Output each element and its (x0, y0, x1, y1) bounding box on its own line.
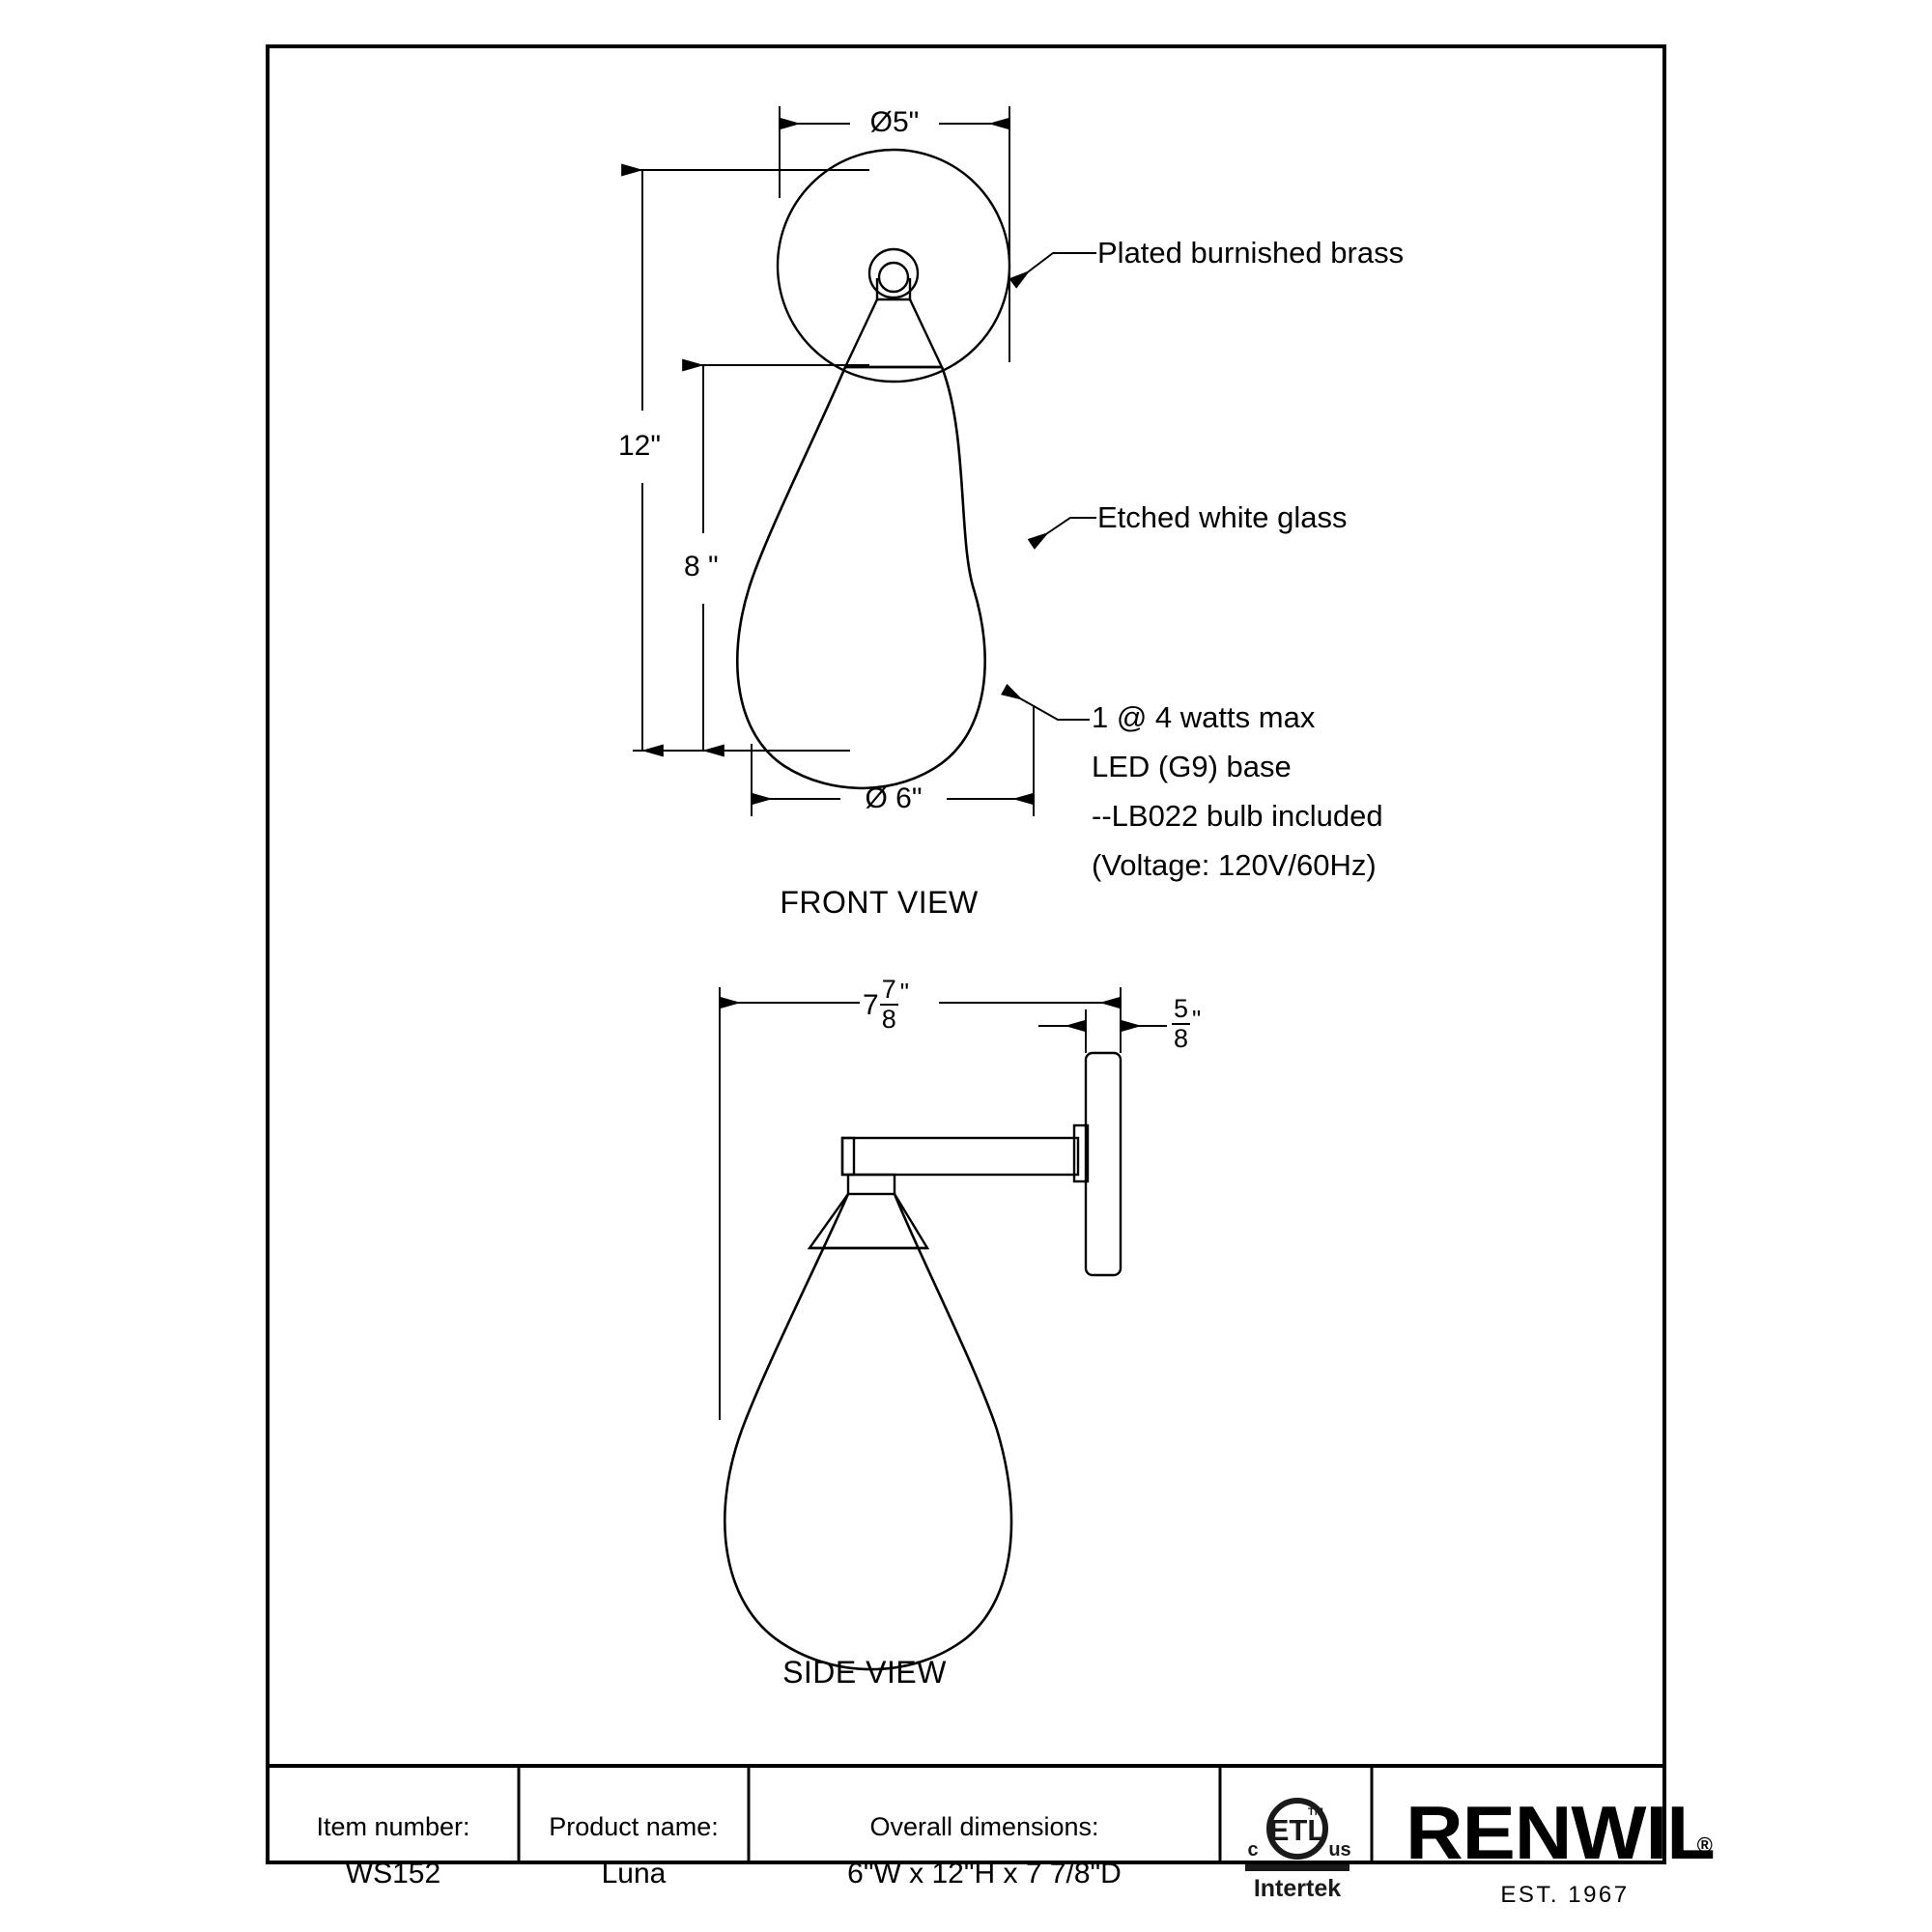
leader-bulb (1001, 683, 1090, 721)
svg-text:us: us (1328, 1839, 1350, 1861)
dim-backplate-inch-mark: " (1192, 1005, 1202, 1034)
product-name-value: Luna (601, 1858, 667, 1889)
title-block-product-name: Product name: Luna (519, 1812, 749, 1890)
leader-glass (1027, 517, 1096, 550)
front-socket-inner-ring (877, 261, 910, 294)
front-neck-taper (843, 298, 944, 369)
title-block-item-number: Item number: WS152 (268, 1812, 519, 1890)
front-socket-collar (875, 278, 912, 301)
dim-projection-depth-label: 7 7 8 " (863, 975, 909, 1034)
front-canopy-circle (776, 148, 1011, 384)
callout-bulb-spec: 1 @ 4 watts max LED (G9) base --LB022 bu… (1092, 702, 1383, 880)
renwil-established: EST. 1967 (1500, 1882, 1630, 1908)
dim-shade-height-label: 8 " (684, 551, 719, 582)
dim-projection-denominator: 8 (879, 1004, 898, 1034)
svg-text:c: c (1247, 1839, 1258, 1861)
callout-plated-burnished-brass: Plated burnished brass (1097, 236, 1405, 270)
svg-text:ETL: ETL (1269, 1813, 1326, 1847)
title-block-overall-dimensions: Overall dimensions: 6"W x 12"H x 7 7/8"D (749, 1812, 1220, 1890)
dim-canopy-diameter-label: Ø5" (869, 106, 920, 138)
side-arm-endcap (840, 1136, 856, 1177)
overall-dimensions-value: 6"W x 12"H x 7 7/8"D (847, 1858, 1122, 1889)
side-backplate (1084, 1051, 1122, 1277)
callout-bulb-line-4: (Voltage: 120V/60Hz) (1092, 848, 1377, 882)
front-glass-shade (735, 366, 986, 790)
front-view-label: FRONT VIEW (780, 885, 979, 920)
sheet-border (266, 44, 1666, 1864)
dim-projection-fraction: 7 8 (879, 975, 898, 1034)
etl-mark-graphic: ETL TM c us Intertek (1245, 1798, 1351, 1902)
side-arm (840, 1136, 1080, 1177)
dim-overall-height-label: 12" (618, 430, 662, 462)
side-backplate-tab (1072, 1123, 1090, 1183)
side-socket-block (846, 1173, 896, 1196)
dim-projection-numerator: 7 (881, 975, 896, 1004)
overall-dimensions-label: Overall dimensions: (869, 1812, 1099, 1841)
product-name-label: Product name: (549, 1812, 719, 1841)
leader-finish (1009, 252, 1096, 289)
side-glass-shade (723, 1193, 1013, 1671)
dim-backplate-thickness-label: 5 8 " (1171, 994, 1202, 1053)
etl-intertek-mark: ETL TM c us Intertek (1239, 1792, 1355, 1906)
dim-backplate-fraction: 5 8 (1172, 994, 1191, 1053)
callout-bulb-line-1: 1 @ 4 watts max (1092, 700, 1316, 734)
dim-projection-whole: 7 (863, 989, 879, 1021)
callout-bulb-line-3: --LB022 bulb included (1092, 799, 1383, 833)
dim-backplate-denominator: 8 (1172, 1023, 1191, 1053)
dim-projection-inch-mark: " (899, 978, 909, 1007)
renwil-wordmark: RENWIL (1406, 1790, 1716, 1875)
item-number-label: Item number: (316, 1812, 470, 1841)
callout-bulb-line-2: LED (G9) base (1092, 750, 1292, 783)
side-view-label: SIDE VIEW (782, 1655, 947, 1690)
svg-text:Intertek: Intertek (1254, 1875, 1341, 1902)
item-number-value: WS152 (345, 1858, 441, 1889)
front-socket-outer-ring (867, 247, 920, 299)
renwil-logo: RENWIL® EST. 1967 (1406, 1790, 1724, 1908)
dim-shade-diameter-label: Ø 6" (865, 782, 923, 814)
renwil-registered-mark: ® (1696, 1833, 1713, 1858)
callout-etched-white-glass: Etched white glass (1097, 500, 1348, 534)
dim-backplate-numerator: 5 (1174, 994, 1189, 1023)
svg-text:TM: TM (1308, 1806, 1323, 1818)
